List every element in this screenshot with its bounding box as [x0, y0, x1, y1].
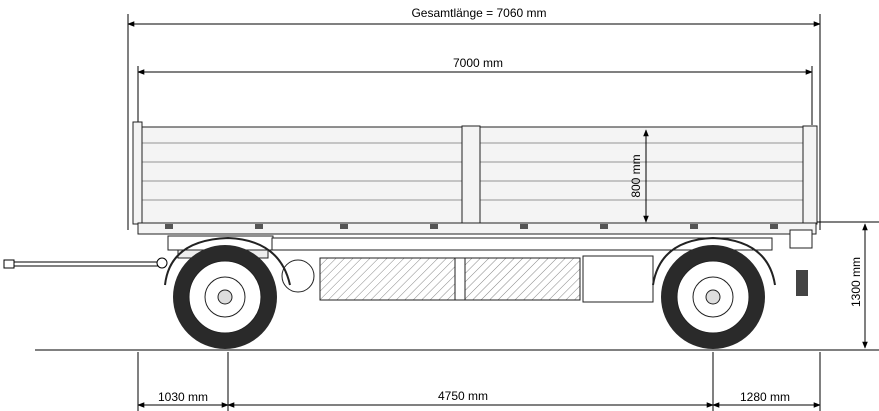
rear-overhang-label: 1280 mm [740, 390, 790, 404]
front-wheel [164, 236, 291, 349]
body-length-dimension: 7000 mm [137, 56, 813, 125]
overall-length-dimension: Gesamtlänge = 7060 mm [127, 5, 821, 230]
body-length-label: 7000 mm [453, 56, 503, 70]
bottom-dimensions: 1030 mm 4750 mm 1280 mm [137, 352, 821, 411]
side-height-label: 800 mm [629, 154, 643, 197]
side-height-dimension: 800 mm [629, 129, 649, 223]
overall-length-label: Gesamtlänge = 7060 mm [411, 6, 546, 20]
wheelbase-label: 4750 mm [438, 389, 488, 403]
trailer-chassis [3, 229, 813, 303]
platform-height-label: 1300 mm [849, 257, 863, 307]
platform-height-dimension: 1300 mm [817, 221, 879, 349]
trailer-body [132, 121, 818, 235]
rear-wheel [652, 236, 776, 349]
front-overhang-label: 1030 mm [158, 390, 208, 404]
